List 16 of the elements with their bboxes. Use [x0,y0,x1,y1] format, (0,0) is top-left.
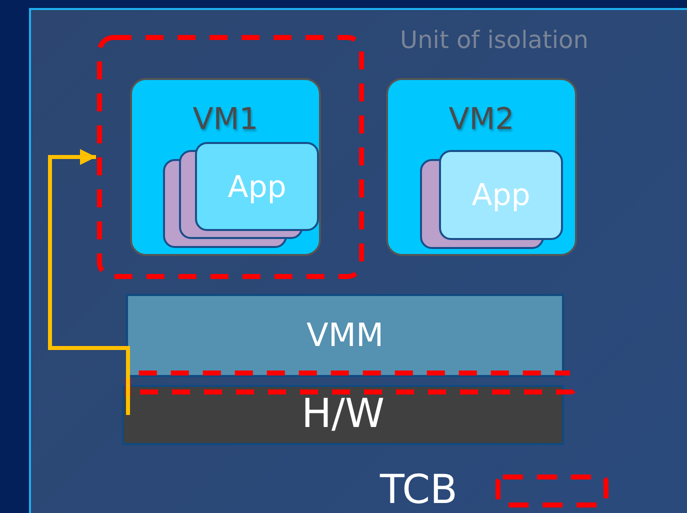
vm-label: VM2 [448,102,516,137]
vm-label: VM1 [192,102,260,137]
layer-label: VMM [305,316,385,354]
layer-label: H/W [300,391,386,437]
vm-box [130,78,321,256]
app-label: App [470,178,532,213]
app-card [439,150,563,240]
app-card [195,142,319,231]
legend-label: TCB [380,468,458,512]
hardware-layer [122,385,564,445]
app-label: App [226,170,288,205]
isolation-region [97,35,364,279]
arrow [48,149,130,415]
vm-box [386,78,577,256]
vmm-layer [126,294,564,377]
region-caption: Unit of isolation [400,26,588,54]
